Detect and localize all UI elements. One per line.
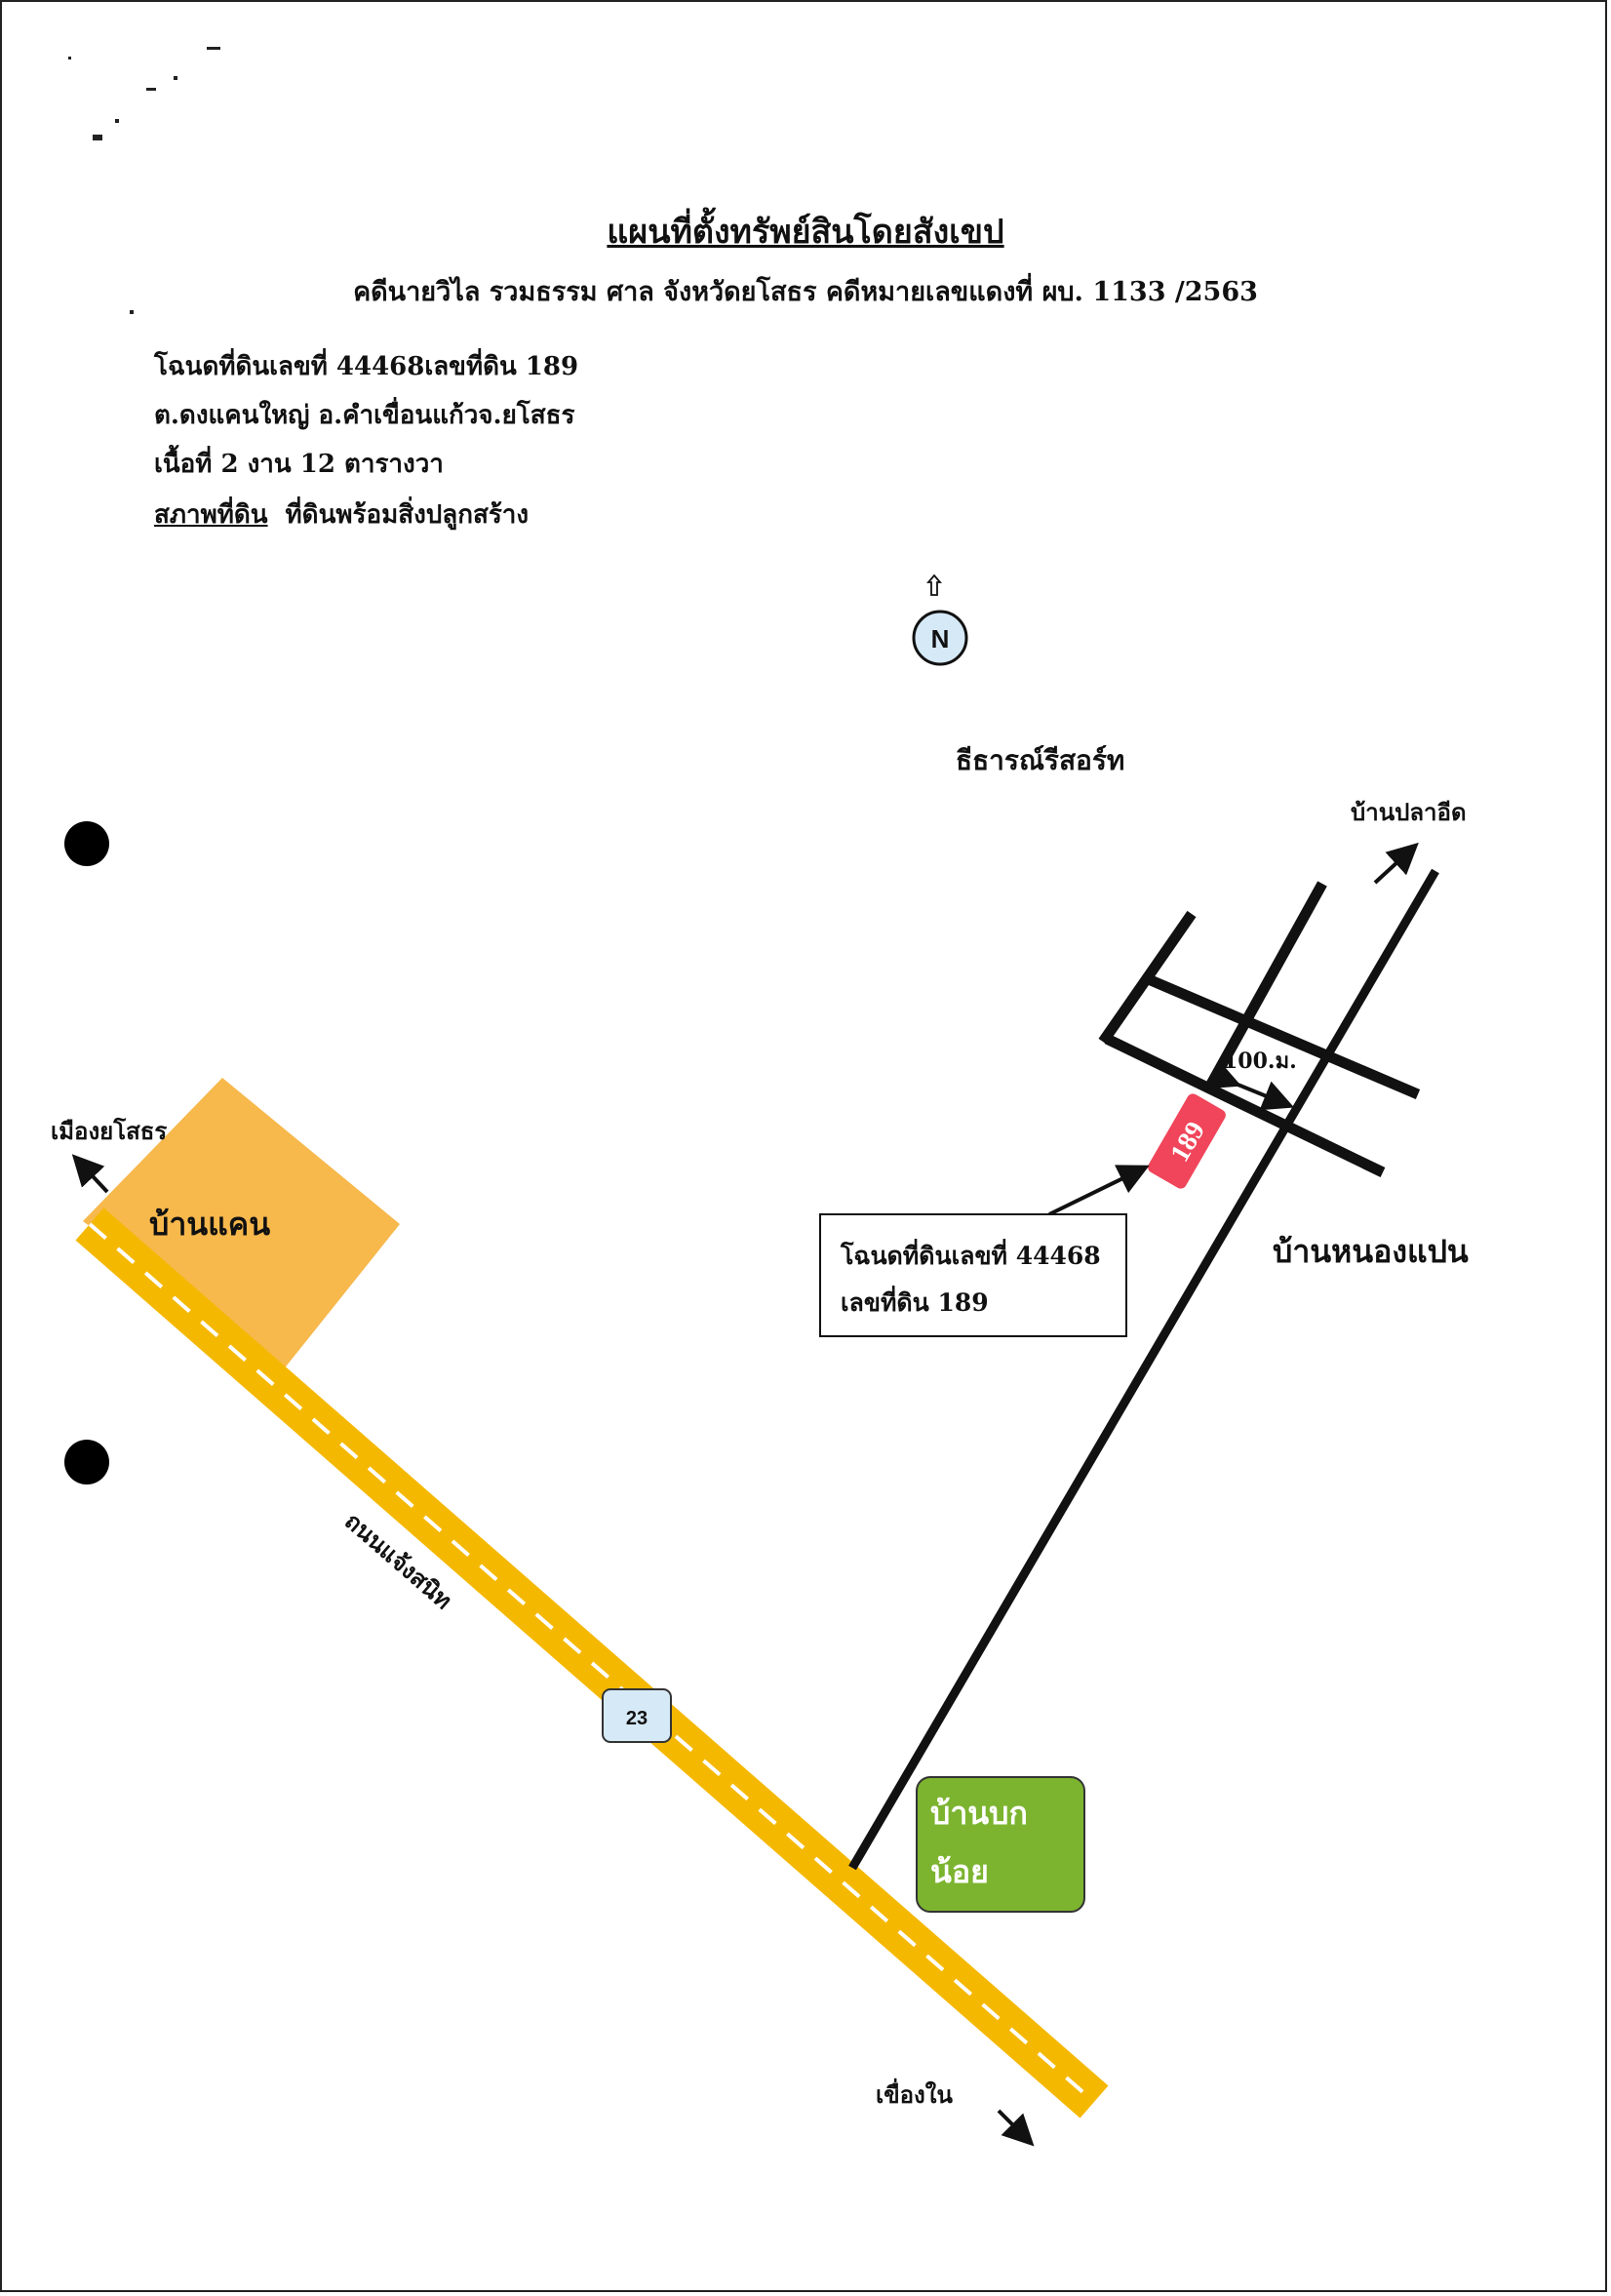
condition-value: ที่ดินพร้อมสิ่งปลูกสร้าง (285, 500, 530, 530)
ban-bok-noi-area (916, 1776, 1085, 1913)
area-line: เนื้อที่ 2 งาน 12 ตารางวา (154, 450, 444, 479)
page-title: แผนที่ตั้งทรัพย์สินโดยสังเขป (607, 213, 1004, 252)
callout-line1: โฉนดที่ดินเลขที่ 44468 (841, 1242, 1101, 1270)
callout-pointer (1048, 1165, 1150, 1216)
distance-arrow (1206, 1059, 1295, 1111)
callout-line2: เลขที่ดิน 189 (841, 1288, 989, 1317)
mueang-yasothon-label: เมืองยโสธร (51, 1117, 168, 1145)
grid-road-3 (1098, 910, 1197, 1046)
ban-nong-paen-label: บ้านหนองแปน (1273, 1233, 1469, 1270)
resort-label: ธีธารณ์รีสอร์ท (956, 744, 1125, 776)
arrow-to-ban-pla-aid (1373, 842, 1419, 885)
grid-road-2 (1148, 974, 1421, 1100)
highway-number: 23 (626, 1708, 648, 1729)
grid-road-4 (1204, 881, 1327, 1090)
highway-shield (602, 1688, 672, 1743)
punch-hole-bottom (64, 1440, 109, 1484)
ban-bok-noi-label-line2: น้อย (930, 1853, 989, 1890)
arrow-to-mueang-yasothon (71, 1154, 109, 1194)
condition-line: สภาพที่ดิน ที่ดินพร้อมสิ่งปลูกสร้าง (154, 495, 529, 534)
highway-23 (75, 1207, 1109, 2118)
case-subtitle: คดีนายวิไล รวมธรรม ศาล จังหวัดยโสธร คดีห… (353, 277, 1258, 307)
distance-label: 100.ม. (1223, 1049, 1297, 1074)
north-arrow-icon: N (912, 574, 968, 666)
khueang-nai-label: เขื่องใน (876, 2080, 953, 2109)
ban-khaen-area (83, 1078, 400, 1370)
deed-line: โฉนดที่ดินเลขที่ 44468เลขที่ดิน 189 (154, 352, 579, 381)
local-road-main (848, 868, 1439, 1871)
ban-pla-aid-label: บ้านปลาอีด (1351, 798, 1467, 826)
location-line: ต.ดงแคนใหญ่ อ.คำเขื่อนแก้วจ.ยโสธร (154, 401, 575, 430)
parcel-189: 189 (1148, 1093, 1226, 1189)
arrow-to-khueang-nai (997, 2109, 1035, 2147)
condition-label: สภาพที่ดิน (154, 500, 268, 530)
punch-hole-top (64, 821, 109, 866)
ban-khaen-label: บ้านแคน (149, 1206, 271, 1243)
north-label: N (931, 624, 950, 653)
ban-bok-noi-label-line1: บ้านบก (930, 1795, 1028, 1832)
deed-callout-box: โฉนดที่ดินเลขที่ 44468 เลขที่ดิน 189 (819, 1213, 1127, 1337)
scan-specks (68, 47, 220, 314)
